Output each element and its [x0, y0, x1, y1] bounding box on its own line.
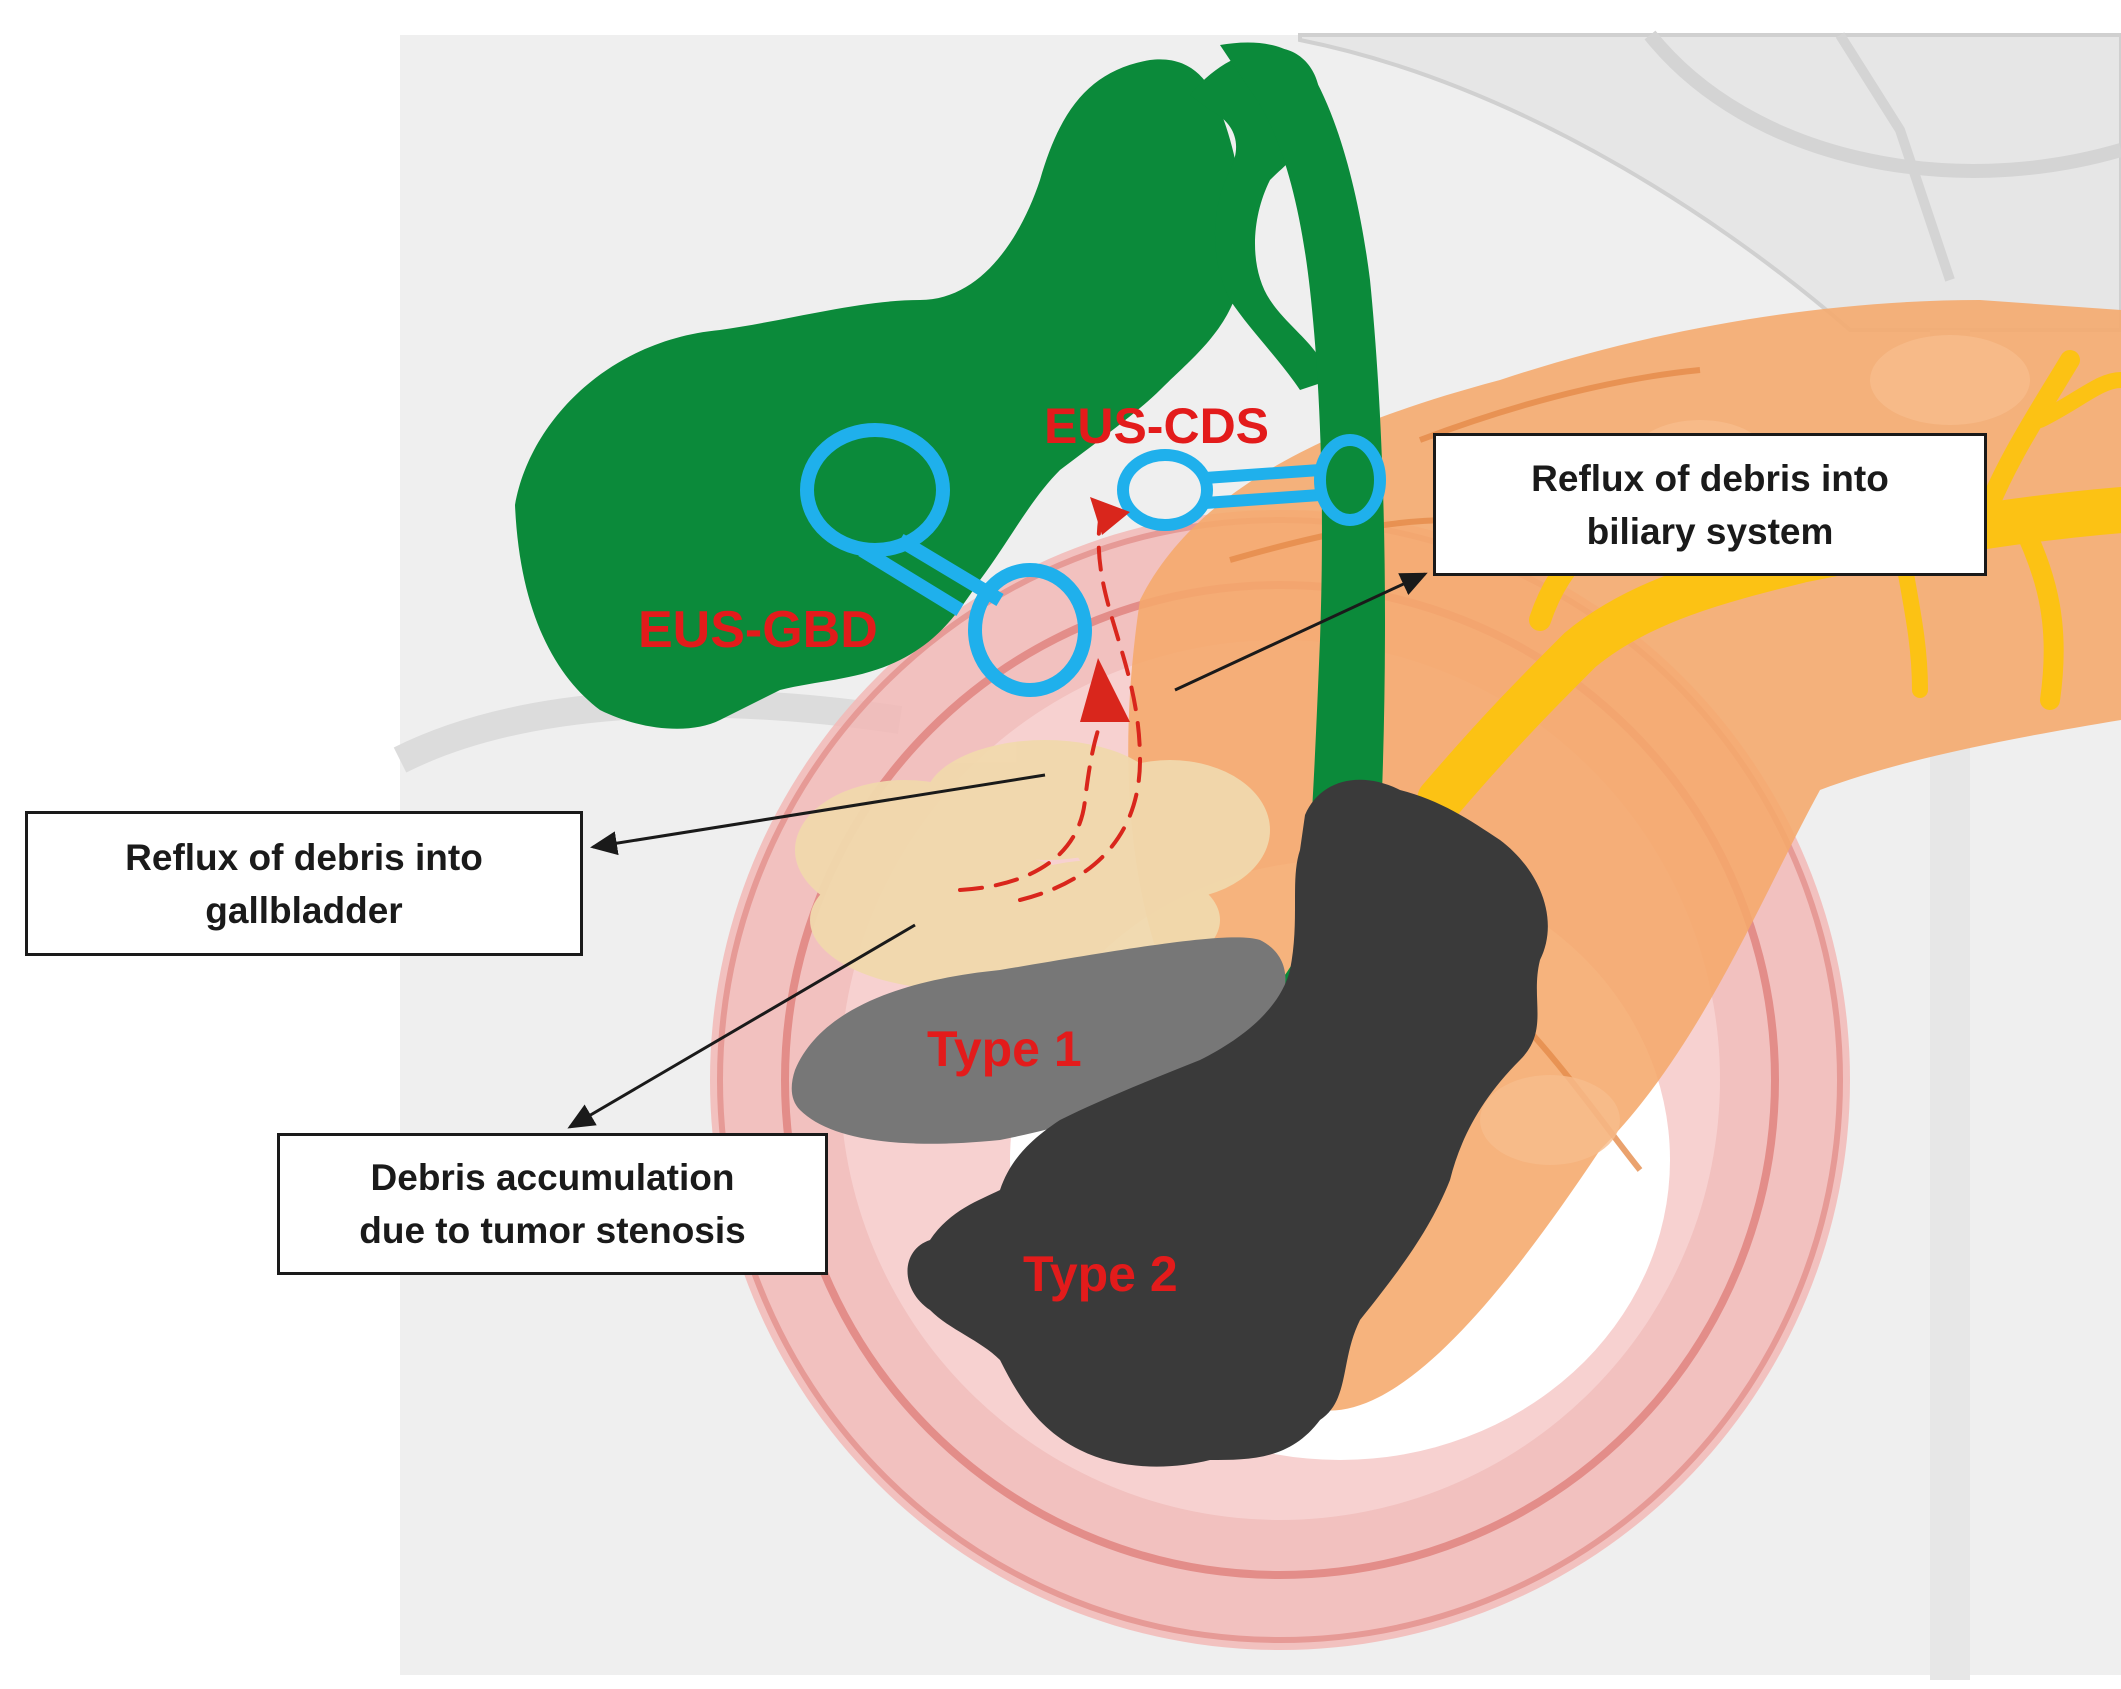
callout-debris-accumulation: Debris accumulation due to tumor stenosi…: [277, 1133, 828, 1275]
eus-cds-stent: [1117, 434, 1386, 531]
rib-outline-2: [1835, 32, 1955, 282]
gbd-arrowhead: [1080, 658, 1130, 722]
tumor-type1: [791, 937, 1286, 1144]
callout-debris-text: Debris accumulation due to tumor stenosi…: [359, 1157, 746, 1251]
callout-biliary-text: Reflux of debris into biliary system: [1531, 457, 1889, 552]
eus-gbd-label: EUS-GBD: [638, 601, 878, 659]
eus-cds-label: EUS-CDS: [1044, 398, 1269, 454]
reflux-flow-arrows: [958, 518, 1143, 902]
cds-arrowhead: [1090, 497, 1130, 535]
type2-label: Type 2: [1023, 1246, 1178, 1302]
tumor-type2: [907, 779, 1548, 1467]
callout-biliary-reflux: Reflux of debris into biliary system: [1433, 433, 1987, 576]
callout-gallbladder-reflux: Reflux of debris into gallbladder: [25, 811, 583, 956]
callout-arrows: [567, 572, 1428, 1129]
callout-gallbladder-text: Reflux of debris into gallbladder: [125, 836, 483, 931]
rib-outline: [1644, 30, 2121, 178]
debris-accumulation: [795, 740, 1270, 990]
type1-label: Type 1: [927, 1021, 1082, 1077]
eus-gbd-stent: [800, 423, 1092, 697]
